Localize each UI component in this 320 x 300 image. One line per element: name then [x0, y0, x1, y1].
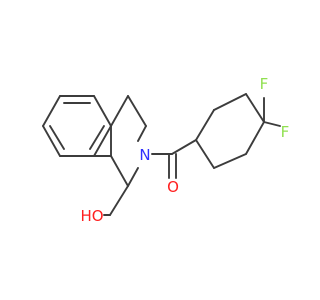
- difluorocyclohexyl-ring: [195, 93, 281, 169]
- carbonyl-group: [151, 139, 197, 179]
- fluorine-lower-label: F: [281, 123, 290, 141]
- hydroxyl-label: HO: [80, 207, 103, 225]
- nitrogen-atom-label: N: [139, 146, 150, 164]
- piperidine-ring: [93, 95, 147, 187]
- carbonyl-oxygen-label: O: [167, 178, 179, 196]
- benzene-ring: [42, 95, 112, 157]
- hydroxymethyl-group: [103, 185, 129, 216]
- molecule-structure: N O HO F F: [42, 75, 290, 225]
- fluorine-upper-label: F: [260, 75, 269, 93]
